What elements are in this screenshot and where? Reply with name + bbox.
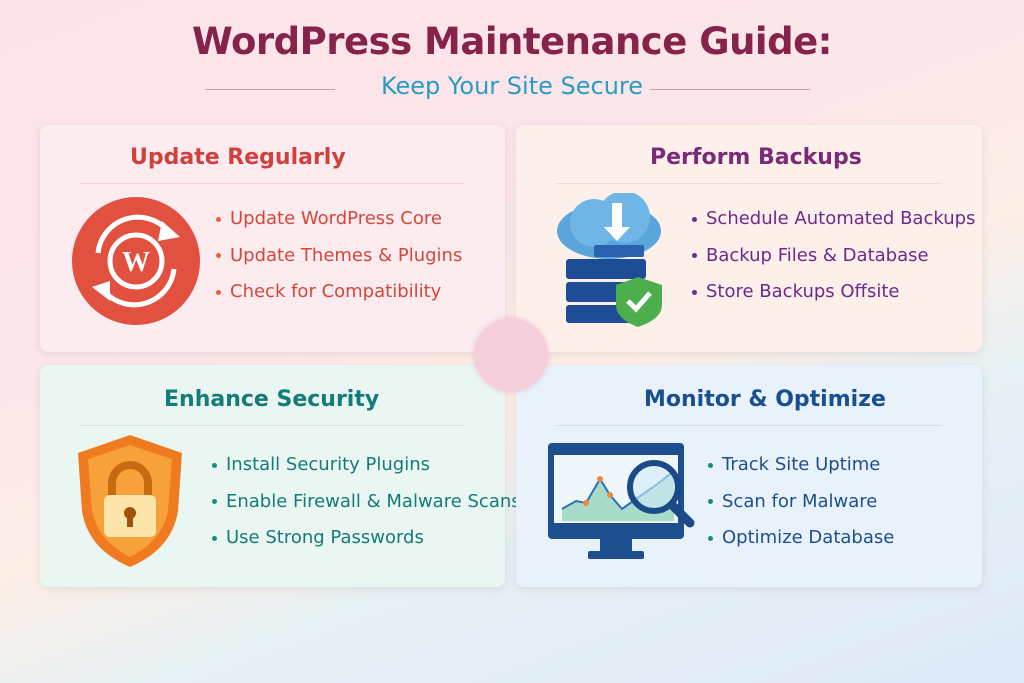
- list-item: Check for Compatibility: [216, 280, 462, 317]
- page-subtitle: Keep Your Site Secure: [380, 72, 644, 100]
- subtitle-divider-left: [205, 89, 335, 90]
- card-update-regularly: Update Regularly W Update WordPress Core…: [40, 125, 505, 352]
- security-shield-lock-icon: [78, 435, 182, 567]
- card-title: Update Regularly: [130, 145, 346, 170]
- card-perform-backups: Perform Backups Schedule Automated Backu…: [516, 125, 982, 352]
- card-title: Enhance Security: [164, 387, 380, 412]
- wordpress-update-icon: W: [72, 197, 200, 325]
- card-monitor-optimize: Monitor & Optimize Track Site Uptime Sca…: [516, 365, 982, 587]
- list-item: Use Strong Passwords: [212, 526, 521, 563]
- list-item: Update Themes & Plugins: [216, 244, 462, 281]
- list-item: Track Site Uptime: [708, 453, 894, 490]
- subtitle-divider-right: [650, 89, 810, 90]
- list-item: Schedule Automated Backups: [692, 207, 975, 244]
- monitor-magnifier-icon: [548, 443, 695, 559]
- list-item: Backup Files & Database: [692, 244, 975, 281]
- list-item: Install Security Plugins: [212, 453, 521, 490]
- list-item: Update WordPress Core: [216, 207, 462, 244]
- card-title: Monitor & Optimize: [644, 387, 886, 412]
- cloud-backup-server-icon: [557, 193, 662, 327]
- card-enhance-security: Enhance Security Install Security Plugin…: [40, 365, 521, 587]
- list-item: Scan for Malware: [708, 490, 894, 527]
- list-item: Store Backups Offsite: [692, 280, 975, 317]
- list-item: Enable Firewall & Malware Scans: [212, 490, 521, 527]
- card-title: Perform Backups: [650, 145, 862, 170]
- list-item: Optimize Database: [708, 526, 894, 563]
- svg-text:W: W: [122, 247, 150, 278]
- page-title: WordPress Maintenance Guide:: [192, 20, 832, 63]
- center-hub-circle: [474, 318, 548, 392]
